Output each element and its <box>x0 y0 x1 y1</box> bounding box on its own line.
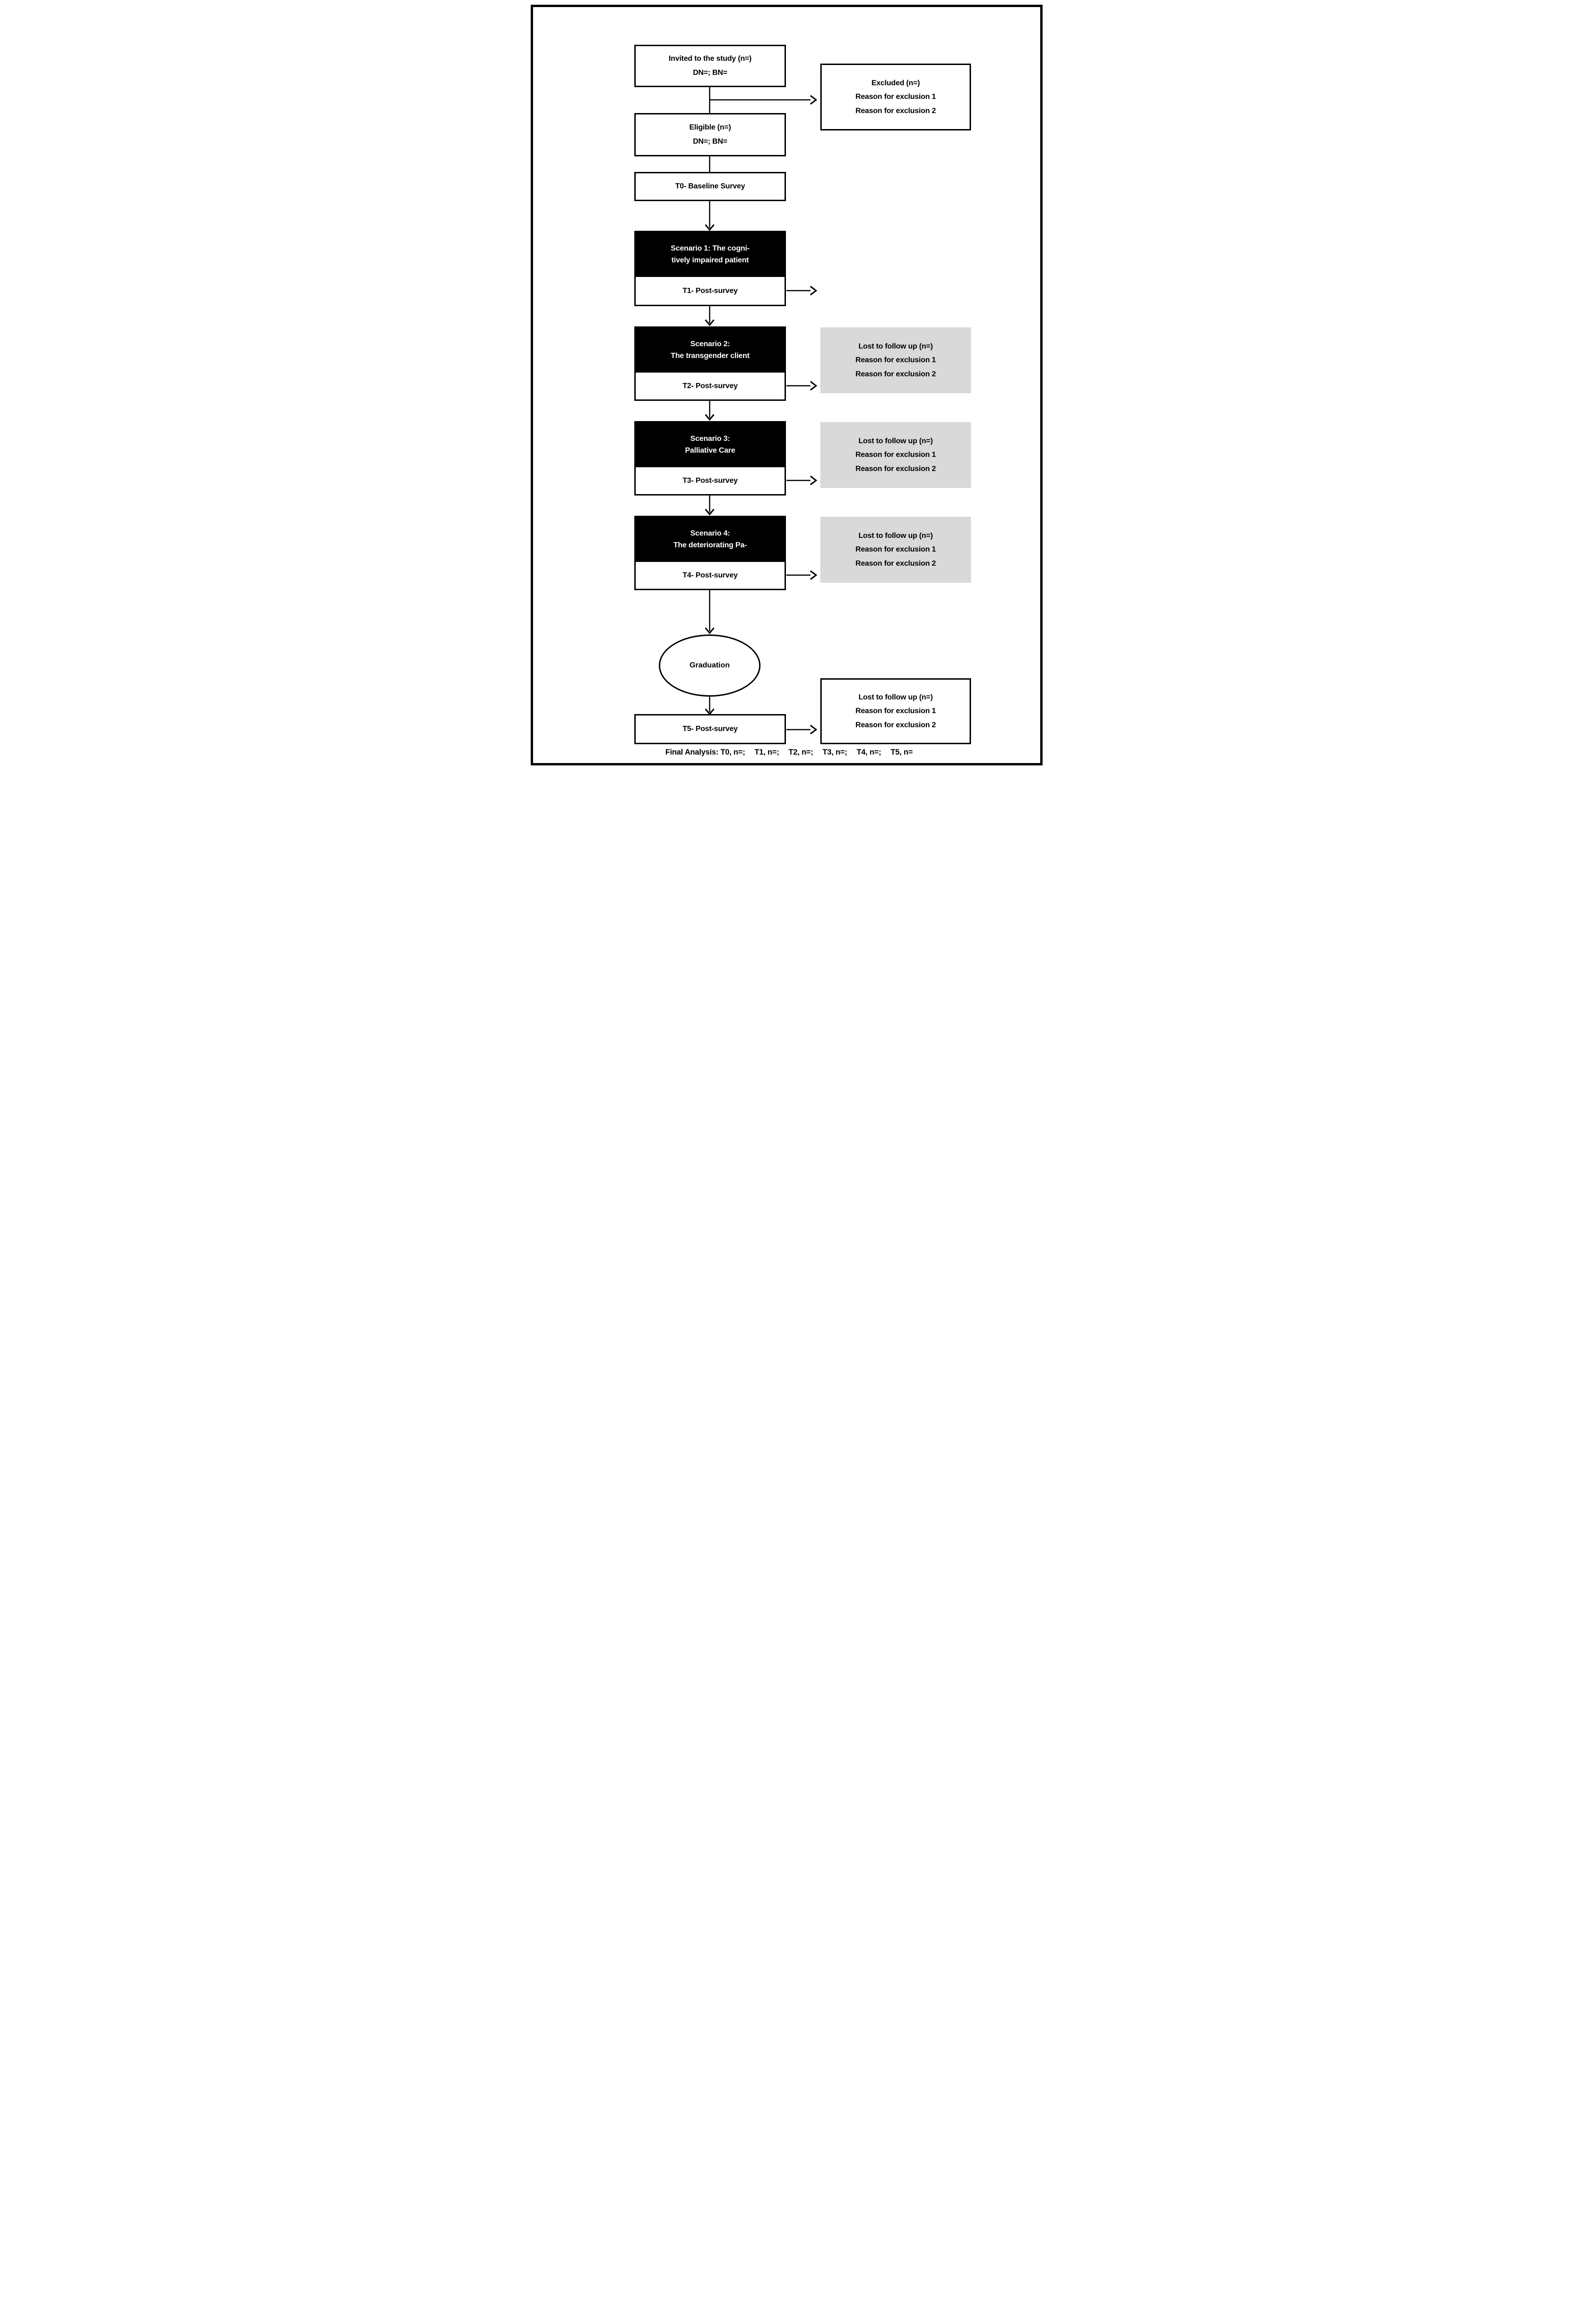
lost-t2-box: Lost to follow up (n=) Reason for exclus… <box>820 327 971 393</box>
lost-t2-line-2: Reason for exclusion 1 <box>855 356 936 365</box>
arrowhead-t1-right-icon <box>810 285 817 296</box>
invited-line-2: DN=; BN= <box>693 69 728 77</box>
invited-line-1: Invited to the study (n=) <box>669 55 752 63</box>
arrowhead-t4-lost-icon <box>810 570 817 580</box>
arrowhead-scenario4-icon <box>704 509 715 516</box>
scenario1-title-line-1: Scenario 1: The cogni- <box>671 244 750 252</box>
arrowhead-scenario1-icon <box>704 224 715 231</box>
excluded-line-3: Reason for exclusion 2 <box>855 106 936 115</box>
t4-label: T4- Post-survey <box>682 571 738 579</box>
t2-survey-box: T2- Post-survey <box>636 373 785 399</box>
scenario4-title-line-2: The deteriorating Pa- <box>673 541 747 549</box>
final-analysis-item-t3: T3, n=; <box>822 748 847 756</box>
excluded-line-2: Reason for exclusion 1 <box>855 93 936 101</box>
eligible-box: Eligible (n=) DN=; BN= <box>634 113 786 156</box>
scenario2-title-line-1: Scenario 2: <box>690 340 730 348</box>
t3-label: T3- Post-survey <box>682 476 738 485</box>
lost-t3-line-1: Lost to follow up (n=) <box>858 437 933 445</box>
t0-label: T0- Baseline Survey <box>675 182 745 191</box>
lost-t4-line-3: Reason for exclusion 2 <box>855 559 936 568</box>
connector-layer <box>704 87 817 735</box>
t1-survey-box: T1- Post-survey <box>636 277 785 305</box>
lost-t3-box: Lost to follow up (n=) Reason for exclus… <box>820 422 971 488</box>
scenario1-title-line-2: tively impaired patient <box>671 256 749 264</box>
excluded-box: Excluded (n=) Reason for exclusion 1 Rea… <box>820 64 971 130</box>
t0-baseline-box: T0- Baseline Survey <box>634 172 786 201</box>
final-analysis-item-t4: T4, n=; <box>856 748 882 756</box>
arrowhead-scenario3-icon <box>704 414 715 421</box>
final-analysis-item-t0: Final Analysis: T0, n=; <box>665 748 745 756</box>
lost-t5-line-3: Reason for exclusion 2 <box>855 721 936 729</box>
final-analysis-item-t2: T2, n=; <box>788 748 813 756</box>
lost-t4-line-2: Reason for exclusion 1 <box>855 545 936 554</box>
lost-t5-line-2: Reason for exclusion 1 <box>855 707 936 715</box>
final-analysis-item-t1: T1, n=; <box>754 748 779 756</box>
lost-t4-box: Lost to follow up (n=) Reason for exclus… <box>820 517 971 583</box>
lost-t5-line-1: Lost to follow up (n=) <box>858 693 933 701</box>
scenario2-group: Scenario 2: The transgender client T2- P… <box>634 326 786 401</box>
t5-box: T5- Post-survey <box>634 714 786 744</box>
t2-label: T2- Post-survey <box>682 382 738 390</box>
scenario3-header: Scenario 3: Palliative Care <box>636 423 785 467</box>
t5-label: T5- Post-survey <box>682 725 738 733</box>
t1-label: T1- Post-survey <box>682 286 738 295</box>
scenario3-title-line-1: Scenario 3: <box>690 434 730 443</box>
scenario4-title-line-1: Scenario 4: <box>690 529 730 537</box>
scenario1-group: Scenario 1: The cogni- tively impaired p… <box>634 231 786 306</box>
excluded-line-1: Excluded (n=) <box>871 79 920 87</box>
outer-frame <box>531 5 1043 765</box>
scenario4-header: Scenario 4: The deteriorating Pa- <box>636 517 785 562</box>
lost-t3-line-2: Reason for exclusion 1 <box>855 451 936 459</box>
lost-t2-line-3: Reason for exclusion 2 <box>855 370 936 378</box>
graduation-ellipse: Graduation <box>659 634 761 697</box>
final-analysis-item-t5: T5, n= <box>890 748 913 756</box>
eligible-line-2: DN=; BN= <box>693 138 728 146</box>
invited-box: Invited to the study (n=) DN=; BN= <box>634 45 786 87</box>
graduation-label: Graduation <box>689 661 730 669</box>
lost-t5-box: Lost to follow up (n=) Reason for exclus… <box>820 678 971 744</box>
arrowhead-excluded-icon <box>810 95 817 105</box>
arrowhead-scenario2-icon <box>704 319 715 326</box>
arrowhead-graduation-icon <box>704 627 715 634</box>
arrowhead-t3-lost-icon <box>810 475 817 486</box>
eligible-line-1: Eligible (n=) <box>689 123 731 132</box>
scenario1-header: Scenario 1: The cogni- tively impaired p… <box>636 232 785 277</box>
scenario4-group: Scenario 4: The deteriorating Pa- T4- Po… <box>634 516 786 590</box>
scenario3-title-line-2: Palliative Care <box>685 446 736 455</box>
lost-t2-line-1: Lost to follow up (n=) <box>858 342 933 350</box>
arrowhead-t5-lost-icon <box>810 724 817 735</box>
t4-survey-box: T4- Post-survey <box>636 562 785 589</box>
lost-t4-line-1: Lost to follow up (n=) <box>858 531 933 540</box>
scenario2-title-line-2: The transgender client <box>671 351 750 360</box>
final-analysis-footer: Final Analysis: T0, n=; T1, n=; T2, n=; … <box>554 748 1024 757</box>
arrowhead-t2-lost-icon <box>810 381 817 391</box>
scenario2-header: Scenario 2: The transgender client <box>636 328 785 373</box>
t3-survey-box: T3- Post-survey <box>636 467 785 494</box>
scenario3-group: Scenario 3: Palliative Care T3- Post-sur… <box>634 421 786 496</box>
lost-t3-line-3: Reason for exclusion 2 <box>855 464 936 473</box>
flow-diagram-page: Invited to the study (n=) DN=; BN= Exclu… <box>526 0 1052 775</box>
